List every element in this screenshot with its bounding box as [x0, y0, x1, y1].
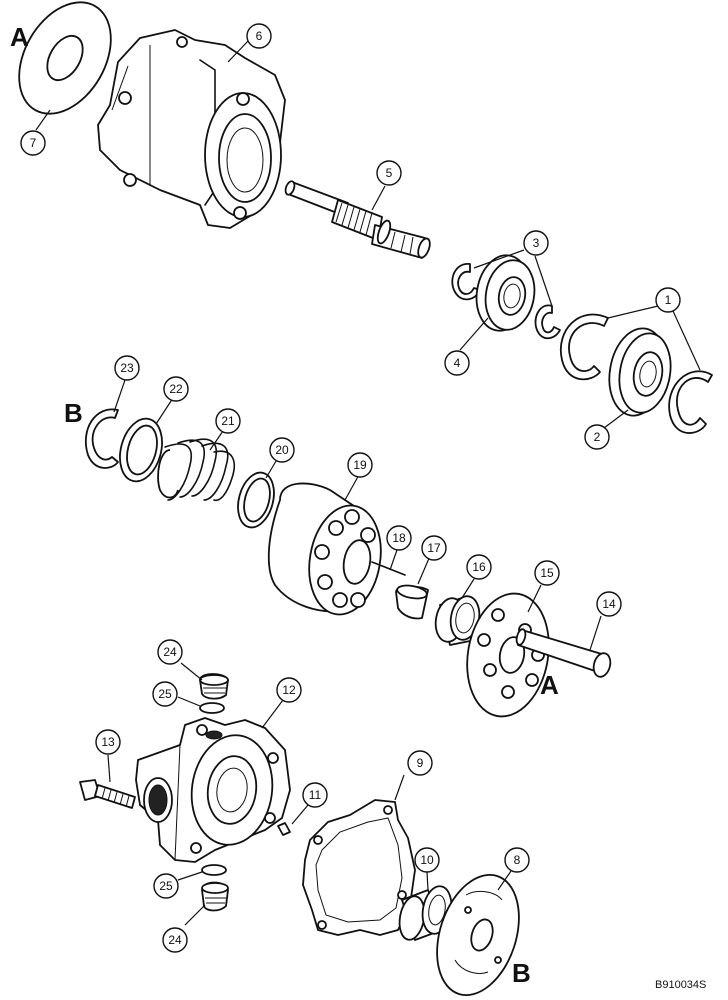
- callout-5-label: 5: [386, 166, 393, 180]
- part-14-center-pin: [515, 628, 612, 678]
- part-24-plug-top: [199, 673, 229, 700]
- part-24-plug-bottom: [201, 881, 229, 912]
- reference-letter-a-mid: A: [540, 670, 559, 700]
- reference-letter-b-mid: B: [64, 398, 83, 428]
- part-5-shaft: [284, 180, 431, 259]
- callout-13-label: 13: [101, 735, 115, 749]
- callout-2: 2: [584, 424, 610, 450]
- part-18-pin: [371, 561, 406, 576]
- drawing-code: B910034S: [655, 979, 706, 991]
- callout-12: 12: [276, 677, 302, 703]
- part-12-port-plate: [135, 717, 291, 863]
- callout-11-label: 11: [309, 788, 322, 802]
- callout-12-label: 12: [282, 683, 296, 697]
- part-22-washer: [119, 417, 163, 483]
- callout-22: 22: [163, 376, 189, 402]
- callout-25-bottom-label: 25: [159, 879, 173, 893]
- callout-21: 21: [215, 408, 241, 434]
- part-3-snap-rings: [451, 263, 561, 340]
- callout-17: 17: [421, 535, 447, 561]
- callout-5: 5: [376, 160, 402, 186]
- part-11-pin: [277, 822, 291, 836]
- callout-24-top-label: 24: [163, 645, 177, 659]
- callout-19-label: 19: [353, 458, 367, 472]
- part-9-gasket: [302, 799, 416, 936]
- callout-25-bottom: 25: [153, 873, 179, 899]
- callout-24-bottom-label: 24: [168, 933, 182, 947]
- part-1-retaining-rings: [559, 313, 713, 434]
- callout-10-label: 10: [420, 853, 434, 867]
- callout-16: 16: [466, 554, 492, 580]
- callout-19: 19: [347, 452, 373, 478]
- callout-15-label: 15: [540, 566, 554, 580]
- callout-6: 6: [246, 23, 272, 49]
- callout-8: 8: [504, 847, 530, 873]
- part-4-bearing: [475, 254, 536, 332]
- callout-4-label: 4: [454, 356, 461, 370]
- callout-23: 23: [114, 355, 140, 381]
- callout-6-label: 6: [256, 29, 263, 43]
- part-15-retainer-plate: [466, 592, 550, 718]
- part-13-bolt: [79, 779, 136, 809]
- callout-9-label: 9: [417, 756, 424, 770]
- callout-24-top: 24: [157, 639, 183, 665]
- callout-16-label: 16: [472, 560, 486, 574]
- callout-1-label: 1: [665, 293, 672, 307]
- callout-3: 3: [523, 230, 549, 256]
- part-16-needle-bearing: [434, 595, 481, 646]
- part-17-ball-guide: [395, 584, 429, 620]
- callout-25-top-label: 25: [158, 687, 172, 701]
- callout-7: 7: [20, 130, 46, 156]
- callout-14-label: 14: [602, 597, 616, 611]
- part-7-washer: [18, 1, 112, 115]
- reference-letter-b-bottom: B: [512, 958, 531, 988]
- part-20-shim: [237, 471, 275, 529]
- callout-18-label: 18: [392, 531, 406, 545]
- callout-13: 13: [95, 729, 121, 755]
- callout-4: 4: [444, 350, 470, 376]
- callout-2-label: 2: [594, 430, 601, 444]
- callout-21-label: 21: [221, 414, 235, 428]
- callout-25-top: 25: [152, 681, 178, 707]
- reference-letter-a-top: A: [10, 22, 29, 52]
- part-19-cylinder-barrel: [267, 482, 382, 616]
- callout-8-label: 8: [514, 853, 521, 867]
- callout-20-label: 20: [275, 443, 289, 457]
- callout-1: 1: [655, 287, 681, 313]
- part-23-snap-ring: [85, 408, 119, 469]
- callout-15: 15: [534, 560, 560, 586]
- part-8-valve-plate: [436, 873, 520, 997]
- callout-9: 9: [407, 750, 433, 776]
- callout-14: 14: [596, 591, 622, 617]
- part-21-spring: [157, 438, 236, 502]
- callout-3-label: 3: [533, 236, 540, 250]
- part-6-housing: [97, 29, 286, 229]
- callout-24-bottom: 24: [162, 927, 188, 953]
- part-25-oring-top: [199, 702, 225, 714]
- part-2-bearing: [608, 327, 672, 417]
- callout-7-label: 7: [30, 136, 37, 150]
- part-10-bushing: [398, 885, 453, 941]
- callout-20: 20: [269, 437, 295, 463]
- callout-17-label: 17: [427, 541, 441, 555]
- callout-10: 10: [414, 847, 440, 873]
- callout-18: 18: [386, 525, 412, 551]
- part-25-oring-bottom: [201, 864, 227, 876]
- callout-22-label: 22: [169, 382, 183, 396]
- callout-23-label: 23: [120, 361, 134, 375]
- callout-11: 11: [302, 782, 328, 808]
